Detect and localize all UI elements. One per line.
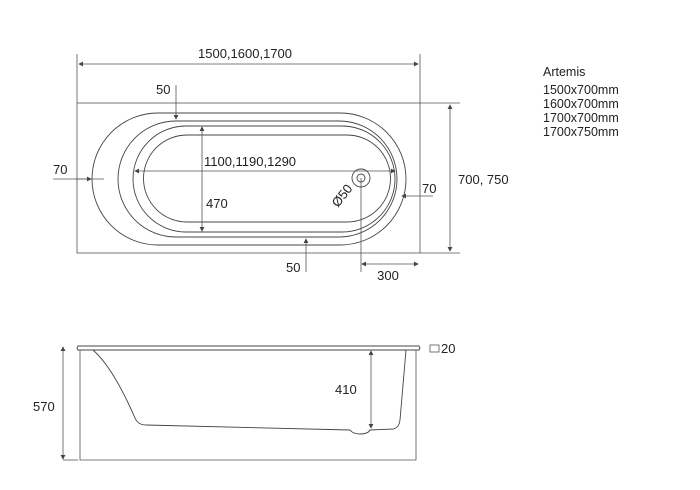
basin-profile	[92, 349, 407, 435]
inner-depth-label: 410	[335, 382, 357, 397]
rim-thickness-marker	[429, 344, 440, 353]
inner-length-label: 1100,1190,1290	[204, 154, 296, 169]
drain-offset-label: 300	[377, 268, 399, 283]
overall-width-label: 700, 750	[458, 172, 509, 187]
rim-left-label: 70	[53, 162, 67, 177]
rim-thickness-label: 20	[441, 341, 455, 356]
model-size: 1700x700mm	[543, 111, 619, 125]
model-name: Artemis	[543, 65, 585, 79]
outer-rim-oval	[91, 112, 407, 246]
basin-oval	[132, 125, 396, 233]
rim-oval-2	[117, 120, 398, 238]
side-view: 410 570 20	[33, 341, 455, 461]
apron-outline	[79, 350, 417, 461]
model-size: 1700x750mm	[543, 125, 619, 139]
model-legend: Artemis 1500x700mm 1600x700mm 1700x700mm…	[543, 65, 619, 139]
total-height-label: 570	[33, 399, 55, 414]
rim-right-label: 70	[422, 181, 436, 196]
outer-rectangle	[76, 102, 421, 254]
model-size: 1500x700mm	[543, 83, 619, 97]
drain-diameter-label: Ø50	[329, 181, 356, 210]
rim-top-label: 50	[156, 82, 170, 97]
top-view: 1500,1600,1700 700, 750 1100,1190,1290 4…	[53, 46, 509, 283]
basin-floor-oval	[143, 134, 391, 223]
overall-length-label: 1500,1600,1700	[198, 46, 292, 61]
rim-bottom-label: 50	[286, 260, 300, 275]
inner-width-label: 470	[206, 196, 228, 211]
model-size: 1600x700mm	[543, 97, 619, 111]
rim-profile	[76, 345, 421, 351]
